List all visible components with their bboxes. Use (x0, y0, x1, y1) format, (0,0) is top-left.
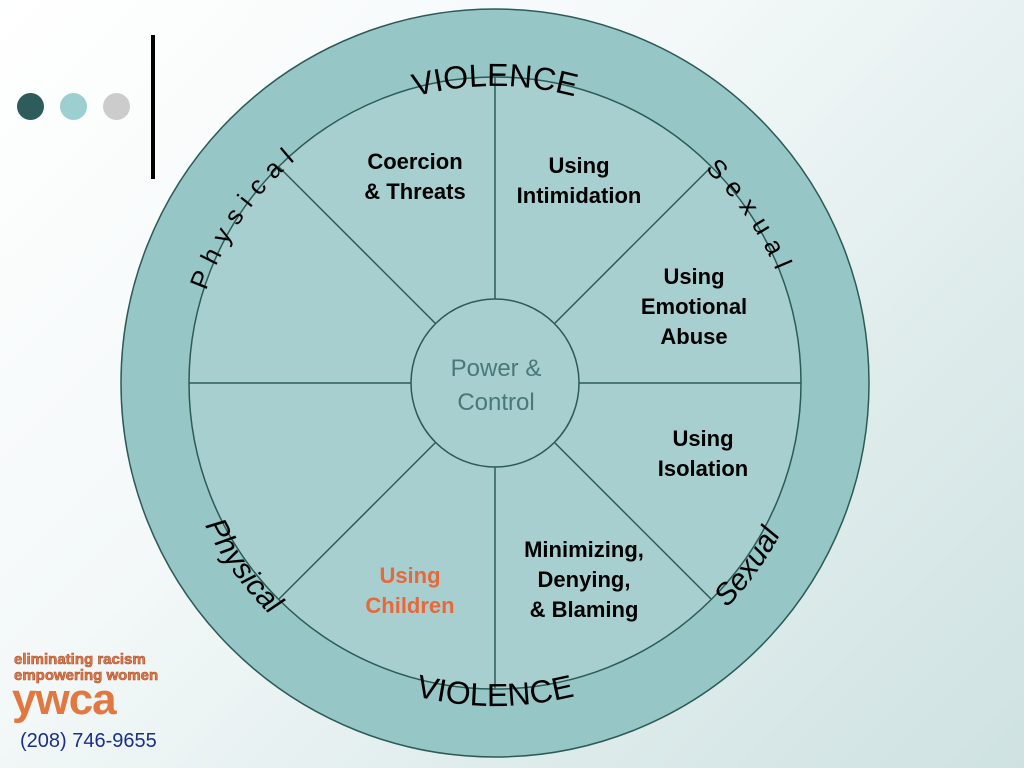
spoke-isolation: Using Isolation (640, 424, 766, 484)
spoke-label-line: Abuse (660, 324, 728, 349)
center-label: Power & Control (413, 352, 579, 420)
spoke-emotional-abuse: Using Emotional Abuse (624, 262, 764, 352)
spoke-using-children: Using Children (350, 561, 470, 621)
nav-dot-1 (17, 93, 44, 120)
center-hub (410, 298, 580, 468)
spoke-label-line: Children (365, 593, 455, 618)
center-label-line: Power & (450, 355, 542, 382)
spoke-line (553, 441, 712, 600)
spoke-minimizing-denying-blaming: Minimizing, Denying, & Blaming (504, 535, 664, 625)
spoke-label-line: & Threats (364, 179, 466, 204)
spoke-label-line: Minimizing, (524, 537, 644, 562)
spoke-intimidation: Using Intimidation (500, 151, 658, 211)
spoke-label-line: Emotional (640, 294, 748, 319)
spoke-label-line: & Blaming (529, 597, 639, 622)
nav-dot-2 (60, 93, 87, 120)
ywca-logo: ywca (12, 675, 117, 724)
logo-tagline-2: empowering women (14, 667, 159, 685)
nav-dot-3 (103, 93, 130, 120)
wheel-spokes (189, 77, 801, 689)
spoke-label-line: Coercion (367, 149, 463, 174)
spoke-label-line: Using (379, 563, 441, 588)
spoke-coercion-threats: Coercion & Threats (348, 147, 482, 207)
spoke-line (553, 166, 712, 325)
spoke-label-line: Intimidation (516, 183, 642, 208)
title-divider-bar (151, 35, 155, 179)
spoke-line (278, 441, 437, 600)
spoke-line (278, 166, 437, 325)
spoke-label-line: Denying, (537, 567, 631, 592)
spoke-label-line: Using (663, 264, 725, 289)
spoke-label-line: Using (672, 426, 734, 451)
spoke-label-line: Isolation (657, 456, 749, 481)
phone-number: (208) 746-9655 (20, 730, 157, 752)
spoke-label-line: Using (548, 153, 610, 178)
logo-tagline-1: eliminating racism (14, 651, 146, 669)
center-label-line: Control (457, 389, 535, 416)
